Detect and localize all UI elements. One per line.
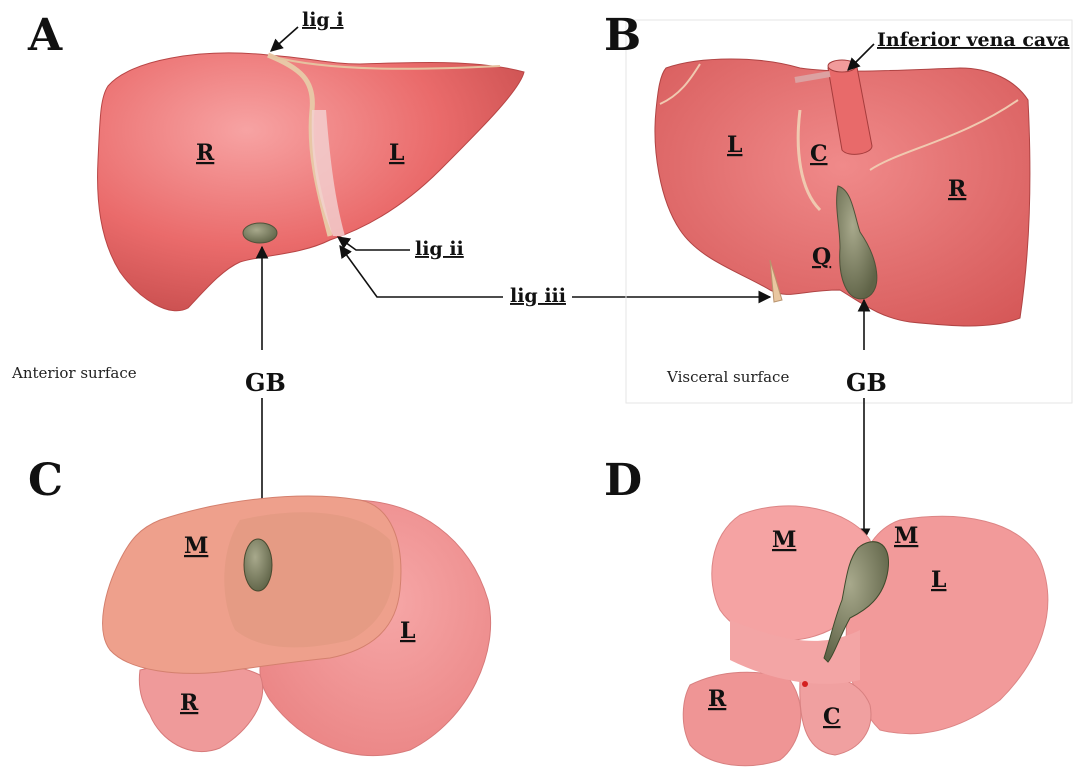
panel-b: B L C R Q Inferior vena cava Visceral su… (604, 10, 1072, 540)
panel-a: A R L lig i lig ii Anterior surface GB (11, 9, 524, 540)
lobe-c-median: M (184, 533, 208, 559)
arrow-lig-i (271, 27, 298, 51)
gallbladder-c (244, 539, 272, 591)
lobe-b-quadrate: Q (812, 244, 831, 270)
label-lig-ii: lig ii (415, 238, 464, 260)
panel-a-letter: A (27, 10, 63, 61)
lobe-c-right-shape (139, 663, 262, 752)
lobe-a-right: R (196, 140, 215, 166)
label-lig-i: lig i (302, 9, 344, 31)
panel-d: D M M L R C (604, 455, 1048, 766)
gallbladder-a (243, 223, 277, 243)
lobe-b-right: R (948, 176, 967, 202)
panel-c: C M L R (28, 455, 491, 756)
arrow-ivc (848, 44, 874, 70)
lobe-d-caudate: C (823, 704, 841, 730)
panel-d-letter: D (604, 455, 642, 506)
lobe-b-left: L (727, 132, 742, 158)
lobe-b-caudate: C (810, 141, 828, 167)
lobe-d-median-1: M (772, 527, 796, 553)
lobe-c-right: R (180, 690, 199, 716)
arrow-lig-ii (338, 237, 410, 250)
lobe-d-median-2: M (894, 523, 918, 549)
lobe-c-left: L (400, 618, 415, 644)
label-gb-left: GB (245, 368, 286, 397)
surface-label-a: Anterior surface (11, 364, 137, 382)
label-lig-iii: lig iii (510, 285, 566, 307)
panel-b-letter: B (604, 10, 641, 61)
label-ivc: Inferior vena cava (877, 29, 1070, 51)
lobe-d-right: R (708, 686, 727, 712)
lobe-a-left: L (389, 140, 404, 166)
panel-c-letter: C (28, 455, 63, 506)
red-dot-d (802, 681, 808, 687)
label-gb-right: GB (846, 368, 887, 397)
lobe-d-left: L (931, 567, 946, 593)
surface-label-b: Visceral surface (666, 368, 789, 386)
lobe-d-right-shape (683, 672, 801, 766)
